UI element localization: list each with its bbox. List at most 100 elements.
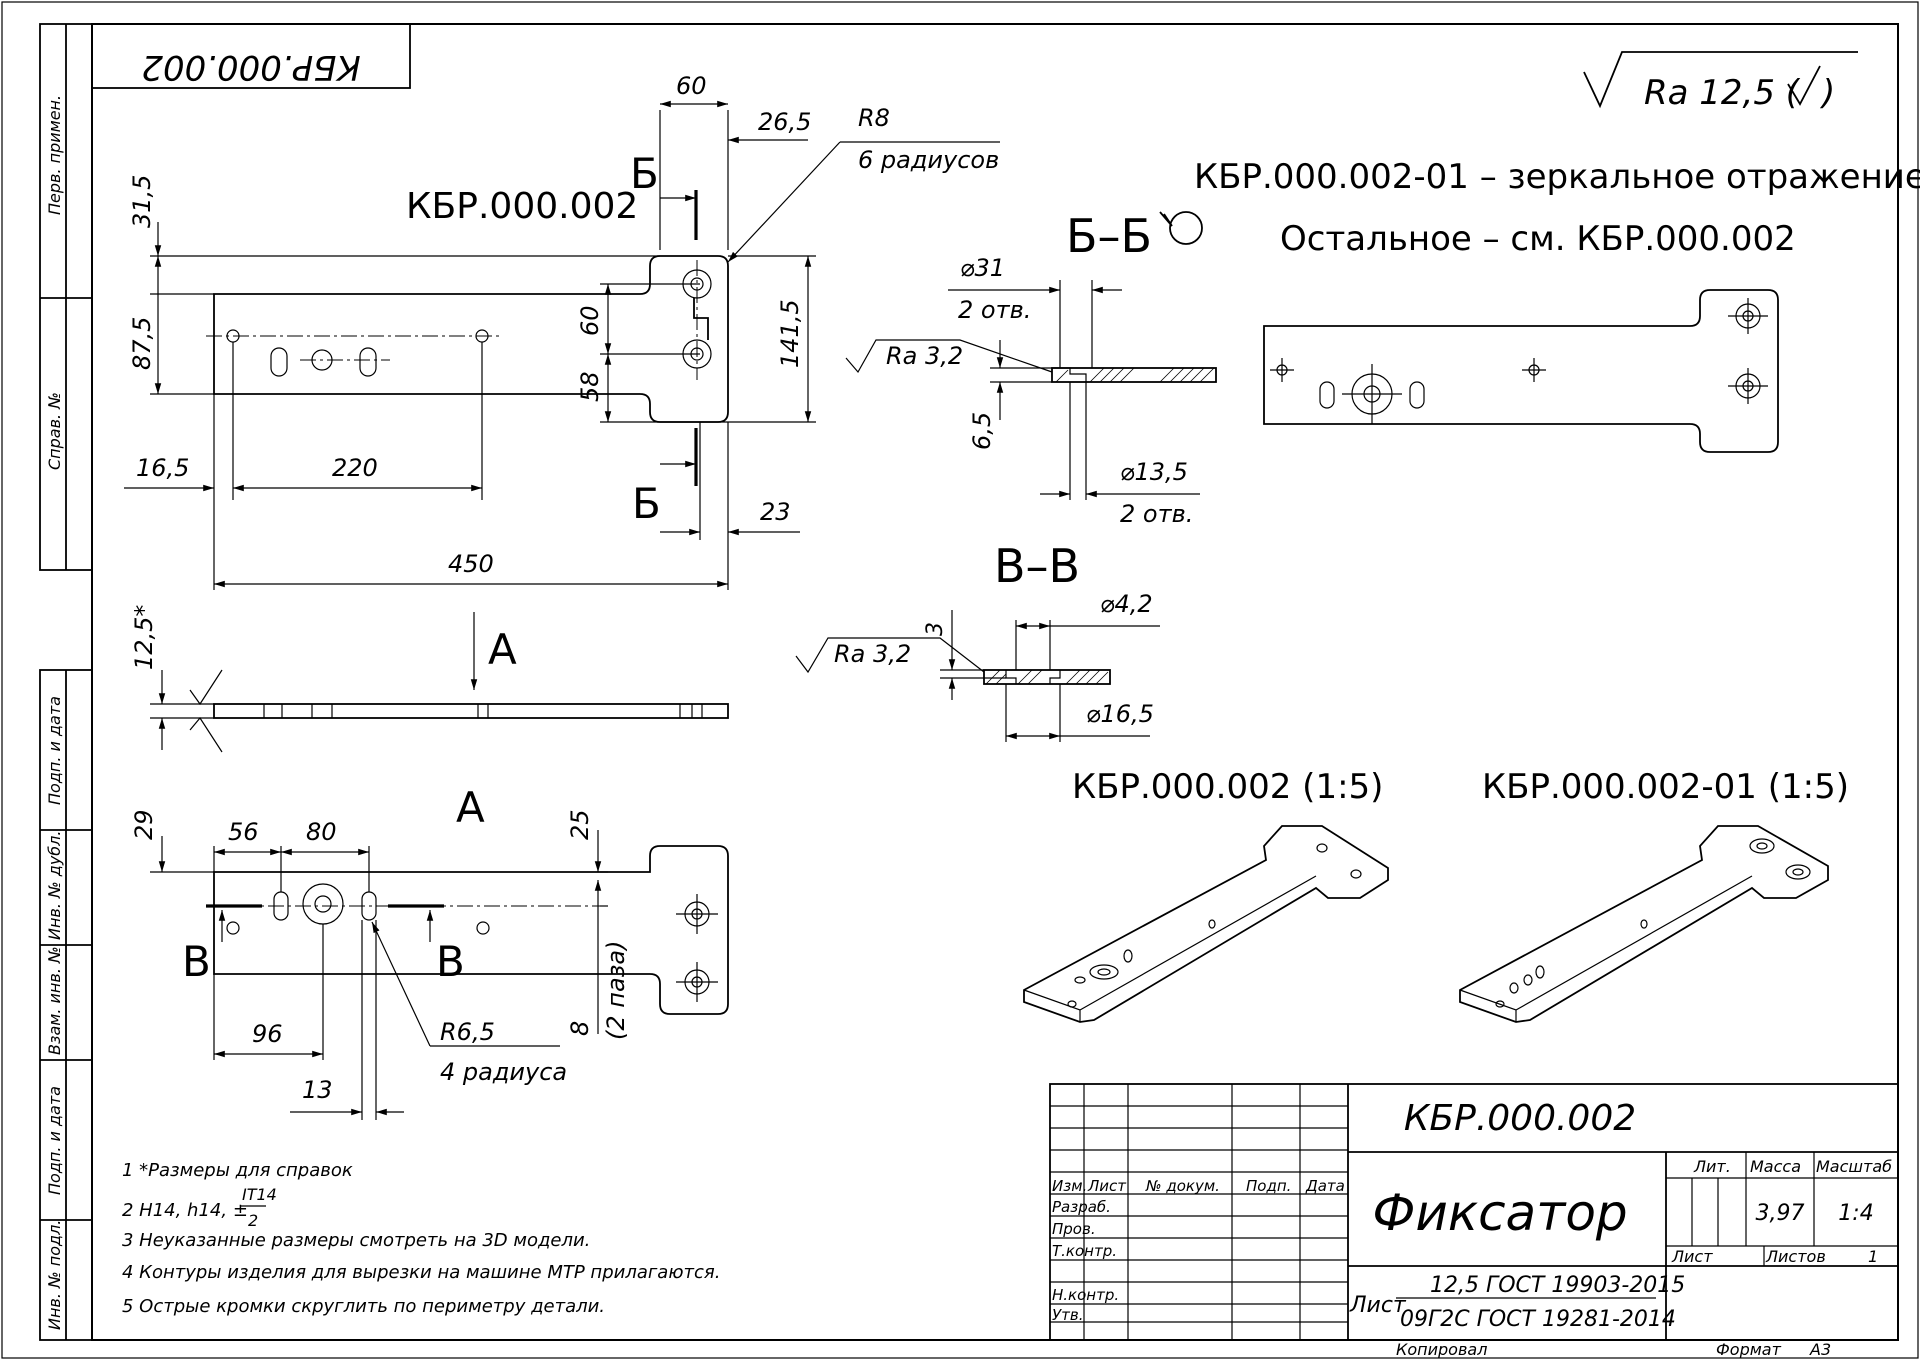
dim-text: 13 bbox=[302, 1076, 333, 1104]
iso-view-left bbox=[1023, 825, 1389, 1023]
stamp-label: Подп. и дата bbox=[45, 696, 64, 805]
dim-text: (2 паза) bbox=[602, 941, 630, 1041]
tb-format-label: Формат bbox=[1716, 1340, 1782, 1359]
tb-lit-label: Лит. bbox=[1693, 1157, 1731, 1176]
dim-text: ⌀13,5 bbox=[1120, 458, 1188, 486]
roughness-close: ) bbox=[1819, 73, 1835, 113]
dim-text: 8 bbox=[566, 1021, 594, 1036]
fraction-numerator: IT14 bbox=[242, 1185, 277, 1204]
note-item: 3 Неуказанные размеры смотреть на 3D мод… bbox=[122, 1230, 590, 1251]
roughness-text: Ra 3,2 bbox=[834, 640, 911, 668]
tb-col-header: Изм. bbox=[1052, 1177, 1087, 1195]
rotated-designation-box bbox=[91, 23, 411, 89]
tb-designation: КБР.000.002 bbox=[1404, 1098, 1636, 1139]
tb-part-name: Фиксатор bbox=[1372, 1184, 1627, 1242]
tb-material-prefix: Лист bbox=[1349, 1293, 1407, 1318]
note-item: 1 *Размеры для справок bbox=[122, 1160, 353, 1181]
dim-text: 56 bbox=[228, 818, 259, 846]
stamp-label: Инв. № дубл. bbox=[45, 831, 64, 940]
title-block: Изм. Лист № докум. Подп. Дата Разраб. Пр… bbox=[1049, 1083, 1899, 1359]
dim-text: R8 bbox=[858, 104, 890, 132]
dim-text: 3 bbox=[923, 622, 948, 636]
tb-mass-label: Масса bbox=[1750, 1157, 1801, 1176]
tb-col-header: № докум. bbox=[1145, 1177, 1220, 1195]
section-vv: В–В ⌀4,2 Ra 3,2 3 ⌀16,5 bbox=[795, 539, 1160, 742]
dim-text: 450 bbox=[448, 550, 494, 578]
dim-text: 96 bbox=[252, 1020, 283, 1048]
dim-text: 31,5 bbox=[128, 175, 156, 228]
dim-text: 141,5 bbox=[776, 299, 804, 368]
dim-text: 26,5 bbox=[758, 108, 811, 136]
tb-sheet-label: Лист bbox=[1671, 1247, 1713, 1266]
dim-text: 23 bbox=[760, 498, 791, 526]
mirror-view bbox=[1263, 289, 1779, 453]
side-view: 12,5* А bbox=[130, 605, 729, 753]
note-item: 5 Острые кромки скруглить по периметру д… bbox=[122, 1296, 605, 1317]
stamp-label: Справ. № bbox=[45, 392, 64, 470]
section-mark: В bbox=[182, 937, 211, 986]
tb-format: А3 bbox=[1809, 1340, 1831, 1359]
dim-text: 16,5 bbox=[136, 454, 189, 482]
general-roughness: Ra 12,5 ( ) bbox=[1583, 51, 1858, 113]
dim-text: 12,5* bbox=[130, 605, 158, 670]
dim-text: 60 bbox=[576, 305, 604, 336]
fraction-denominator: 2 bbox=[248, 1211, 258, 1230]
section-mark: В bbox=[436, 937, 465, 986]
dim-text: 6 радиусов bbox=[858, 146, 999, 174]
section-mark: Б bbox=[630, 149, 659, 198]
dim-text: 4 радиуса bbox=[440, 1058, 567, 1086]
tb-row-label: Пров. bbox=[1052, 1220, 1096, 1238]
tb-row-label: Н.контр. bbox=[1052, 1286, 1119, 1304]
dim-text: ⌀31 bbox=[960, 254, 1005, 282]
dim-text: 29 bbox=[130, 809, 158, 840]
view-a: А В В 29 56 80 25 8 (2 bbox=[130, 783, 729, 1120]
note-item: 4 Контуры изделия для вырезки на машине … bbox=[122, 1262, 720, 1283]
dim-text: 60 bbox=[676, 72, 707, 100]
mirror-note: КБР.000.002-01 – зеркальное отражение bbox=[1194, 157, 1920, 197]
side-stamp: Перв. примен. Справ. № Подп. и дата Инв.… bbox=[39, 23, 93, 1341]
stamp-label: Подп. и дата bbox=[45, 1086, 64, 1195]
dim-text: 6,5 bbox=[968, 412, 996, 450]
tb-row-label: Разраб. bbox=[1052, 1198, 1111, 1216]
dim-text: 220 bbox=[332, 454, 378, 482]
main-view: КБР.000.002 Б Б 60 26,5 R8 6 радиусов bbox=[124, 72, 1000, 590]
section-bb: Б–Б ⌀31 2 отв. Ra 3,2 6,5 ⌀13,5 2 отв. bbox=[845, 209, 1217, 528]
tb-scale-label: Масштаб bbox=[1816, 1157, 1892, 1176]
tb-row-label: Утв. bbox=[1052, 1306, 1084, 1324]
iso-view-right bbox=[1459, 825, 1829, 1023]
rest-note: Остальное – см. КБР.000.002 bbox=[1280, 219, 1796, 259]
stamp-label: Взам. инв. № bbox=[45, 946, 64, 1055]
note-item: 2 H14, h14, ± bbox=[122, 1200, 248, 1221]
tb-col-header: Дата bbox=[1305, 1177, 1345, 1195]
tb-sheets: 1 bbox=[1868, 1247, 1878, 1266]
section-bb-title: Б–Б bbox=[1066, 209, 1152, 263]
tb-material-1: 12,5 ГОСТ 19903-2015 bbox=[1430, 1273, 1685, 1298]
dim-text: ⌀4,2 bbox=[1100, 590, 1153, 618]
iso-label-right: КБР.000.002-01 (1:5) bbox=[1482, 767, 1849, 807]
dim-text: R6,5 bbox=[440, 1018, 495, 1046]
iso-label-left: КБР.000.002 (1:5) bbox=[1072, 767, 1383, 807]
roughness-text: Ra 3,2 bbox=[886, 342, 963, 370]
view-mark: А bbox=[488, 625, 517, 674]
dim-text: 2 отв. bbox=[958, 296, 1031, 324]
rotated-designation: КБР.000.002 bbox=[141, 47, 360, 87]
roughness-value: Ra 12,5 ( bbox=[1644, 73, 1801, 113]
section-mark: Б bbox=[632, 479, 661, 528]
view-a-title: А bbox=[456, 783, 485, 832]
dim-text: 80 bbox=[306, 818, 337, 846]
stamp-label: Перв. примен. bbox=[45, 95, 64, 215]
tb-copied: Копировал bbox=[1396, 1340, 1487, 1359]
tb-row-label: Т.контр. bbox=[1052, 1242, 1117, 1260]
dim-text: 58 bbox=[576, 371, 604, 402]
technical-notes: 1 *Размеры для справок 2 H14, h14, ± IT1… bbox=[122, 1160, 720, 1317]
tb-material-2: 09Г2С ГОСТ 19281-2014 bbox=[1400, 1307, 1676, 1332]
stamp-label: Инв. № подл. bbox=[45, 1220, 64, 1330]
dim-text: 87,5 bbox=[128, 317, 156, 370]
main-view-label: КБР.000.002 bbox=[406, 186, 638, 227]
tb-col-header: Лист bbox=[1087, 1177, 1127, 1195]
tb-scale: 1:4 bbox=[1838, 1201, 1873, 1226]
section-vv-title: В–В bbox=[994, 539, 1080, 593]
tb-col-header: Подп. bbox=[1246, 1177, 1291, 1195]
